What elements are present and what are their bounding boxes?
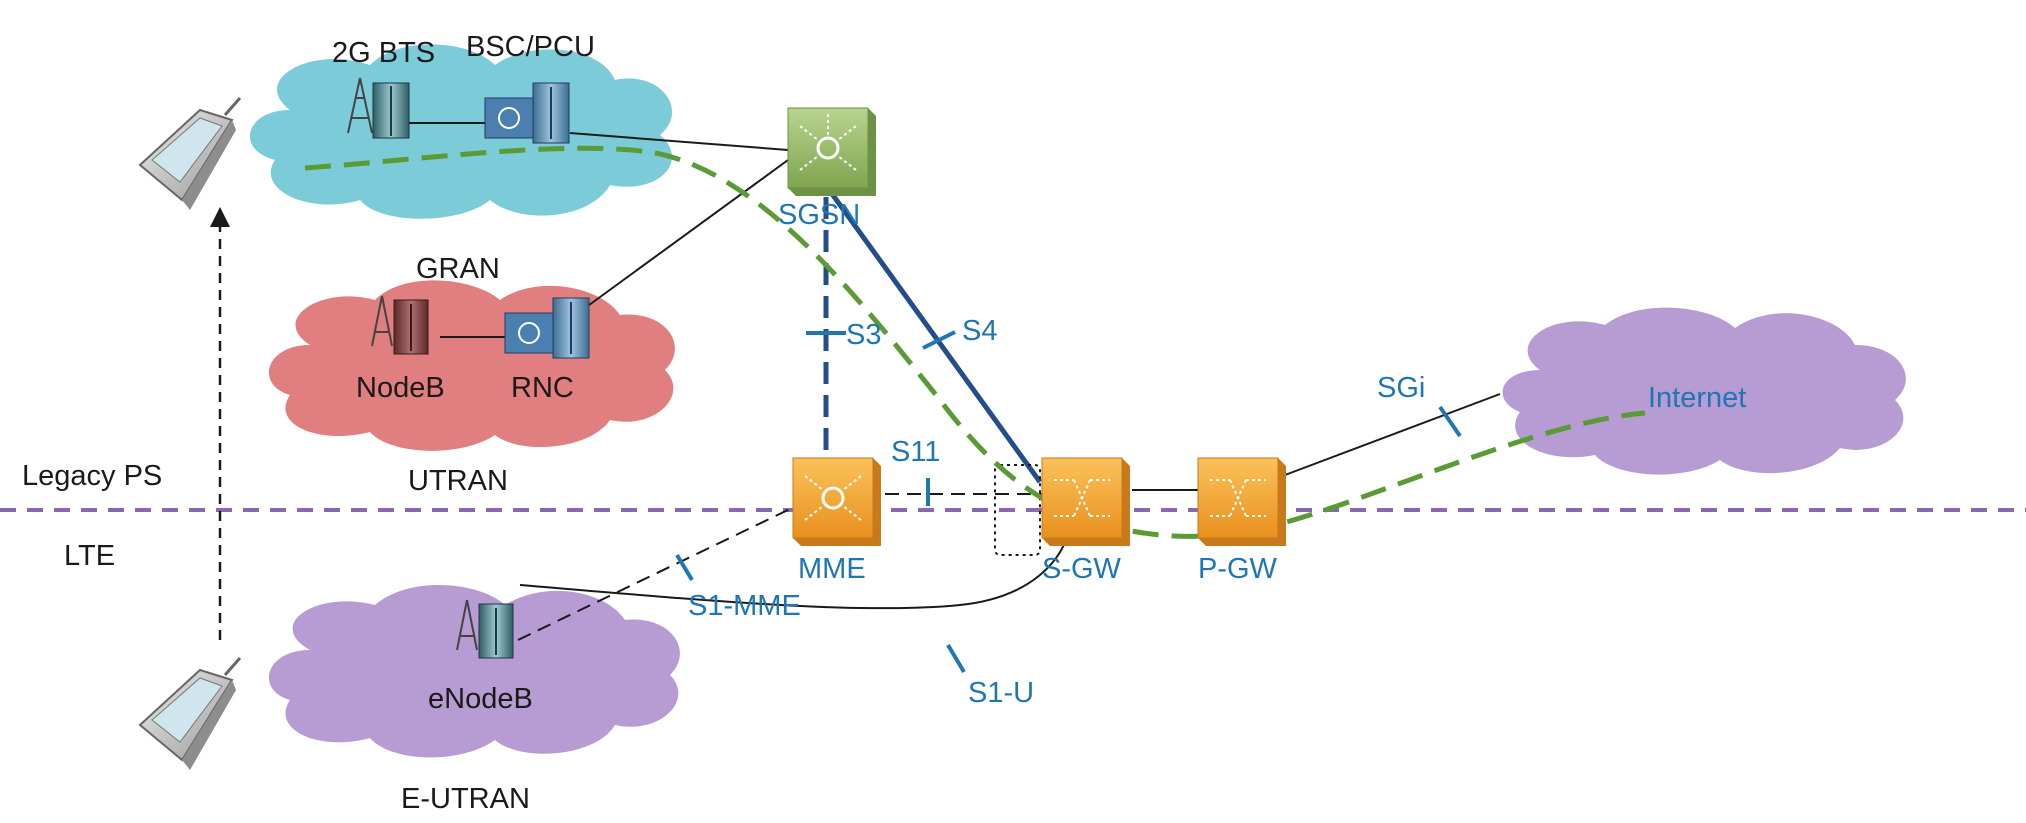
nodeb-icon [371,295,429,355]
link-bsc-sgsn [569,132,789,151]
s11-label: S11 [891,436,940,468]
nodeb-label: NodeB [356,372,445,404]
sgsn-box-icon [787,107,876,196]
bsc-icon [484,82,570,144]
gran-label: GRAN [416,253,500,285]
legacy-label: Legacy PS [22,460,162,492]
tick-s1-mme [675,553,694,582]
rnc-label: RNC [511,372,574,404]
s1-u-label: S1-U [968,677,1034,709]
sgw-box-icon [1041,457,1130,546]
sgw-label: S-GW [1042,553,1122,585]
data-path [304,145,1646,539]
s4-label: S4 [962,315,997,347]
bsc-label: BSC/PCU [466,31,595,63]
mme-box-icon [792,457,881,546]
pgw-box-icon [1197,457,1286,546]
pgw-label: P-GW [1198,553,1278,585]
utran-cloud [268,280,675,451]
interface-ticks [675,330,1462,674]
internet-cloud [1502,307,1906,475]
internet-label: Internet [1648,382,1746,414]
lte-label: LTE [64,540,115,572]
bts-label: 2G BTS [332,37,435,69]
s1-mme-label: S1-MME [688,590,801,622]
eutran-label: E-UTRAN [401,783,530,815]
gran-cloud [249,44,673,219]
sgi-label: SGi [1377,372,1425,404]
link-s4 [819,178,1043,484]
tick-s1-u [946,643,966,674]
link-pgw-internet [1284,393,1501,476]
bts-icon [347,77,410,139]
rnc-icon [504,297,590,359]
links [408,122,1501,641]
eutran-cloud [268,585,680,758]
enodeb-label: eNodeB [428,683,533,715]
utran-label: UTRAN [408,465,508,497]
link-s1-u [519,524,1071,610]
link-s1-mme [517,507,793,641]
mme-label: MME [798,553,866,585]
mobile-device-icon [138,97,242,210]
handover-arrow [210,207,230,640]
tick-s4 [922,330,956,350]
mobile-device-icon [138,657,242,770]
s3-label: S3 [846,319,881,351]
sgsn-label: SGSN [778,199,860,231]
link-rnc-sgsn [584,159,789,309]
tick-sgi [1438,405,1462,438]
enodeb-icon [456,599,514,659]
dotted-box [994,464,1041,556]
